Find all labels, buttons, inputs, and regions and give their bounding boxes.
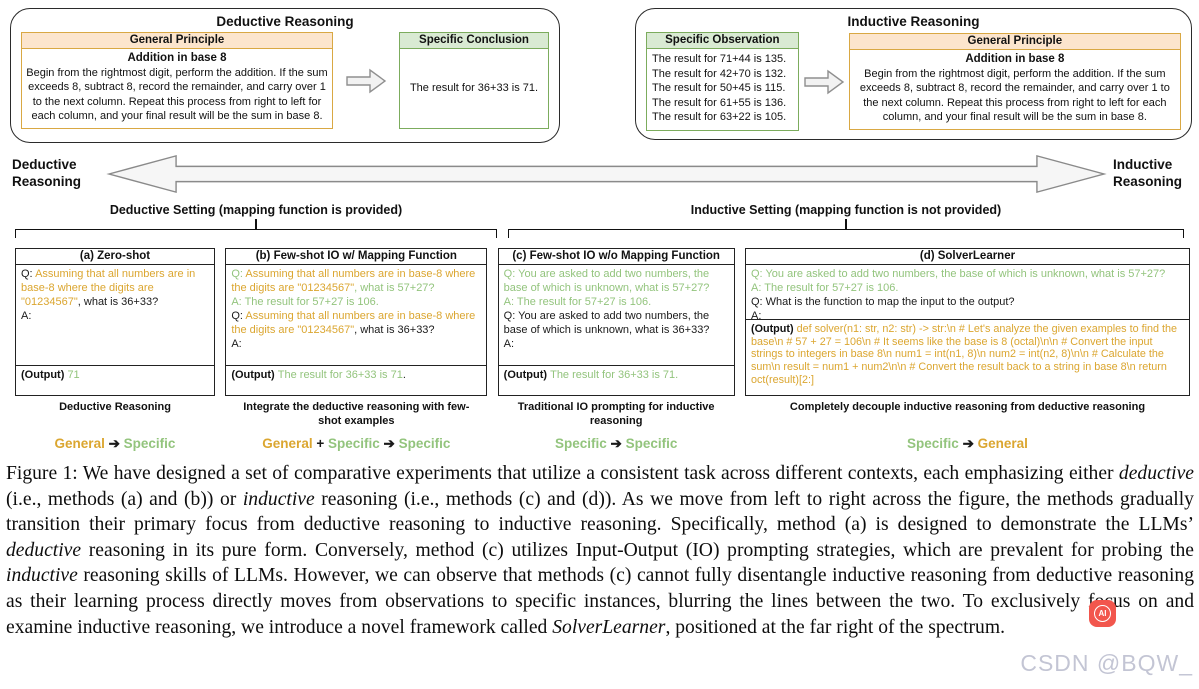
- principle-body: Begin from the rightmost digit, perform …: [26, 66, 328, 122]
- mapping-label: Specific ➔ General: [907, 436, 1028, 451]
- figure-caption: Figure 1: We have designed a set of comp…: [6, 463, 1194, 638]
- concept-boxes-row: Deductive Reasoning General Principle Ad…: [10, 8, 1192, 143]
- general-principle-header: General Principle: [22, 33, 332, 49]
- panel-output: (Output) def solver(n1: str, n2: str) ->…: [745, 319, 1189, 395]
- inductive-reasoning-box: Inductive Reasoning Specific Observation…: [635, 8, 1192, 140]
- deductive-box-title: Deductive Reasoning: [216, 14, 354, 29]
- panel-descriptions-row: Deductive Reasoning Integrate the deduct…: [15, 401, 1190, 429]
- deductive-setting-label: Deductive Setting (mapping function is p…: [109, 203, 403, 217]
- panel-title: (b) Few-shot IO w/ Mapping Function: [226, 249, 487, 265]
- conclusion-body: The result for 36+33 is 71.: [409, 82, 539, 95]
- deductive-bracket: [15, 219, 497, 239]
- ai-assistant-badge[interactable]: AI: [1089, 600, 1116, 627]
- specific-conclusion-box: Specific Conclusion The result for 36+33…: [399, 32, 549, 129]
- csdn-watermark: CSDN @BQW_: [1020, 650, 1193, 676]
- panel-description: Integrate the deductive reasoning with f…: [243, 401, 470, 427]
- ai-badge-icon: AI: [1094, 605, 1111, 622]
- principle-body-right: Begin from the rightmost digit, perform …: [859, 67, 1170, 123]
- panel-zero-shot: (a) Zero-shot Q: Assuming that all numbe…: [15, 248, 215, 396]
- panel-output: (Output) 71: [16, 365, 214, 395]
- mapping-label: General + Specific ➔ Specific: [262, 436, 451, 451]
- panel-body: Q: You are asked to add two numbers, the…: [750, 268, 1166, 319]
- double-headed-arrow-icon: [106, 153, 1107, 195]
- reasoning-spectrum-axis: Deductive Reasoning Inductive Reasoning: [12, 153, 1195, 195]
- deductive-reasoning-box: Deductive Reasoning General Principle Ad…: [10, 8, 560, 143]
- inductive-box-title: Inductive Reasoning: [847, 14, 980, 29]
- deductive-setting-group: Deductive Setting (mapping function is p…: [15, 203, 497, 239]
- panel-fewshot-without-mapping: (c) Few-shot IO w/o Mapping Function Q: …: [497, 248, 735, 396]
- general-principle-box: General Principle Addition in base 8 Beg…: [21, 32, 333, 129]
- right-arrow-icon: [346, 68, 387, 93]
- panel-fewshot-with-mapping: (b) Few-shot IO w/ Mapping Function Q: A…: [225, 248, 488, 396]
- panel-solverlearner: (d) SolverLearner Q: You are asked to ad…: [744, 248, 1190, 396]
- panel-title: (c) Few-shot IO w/o Mapping Function: [498, 249, 734, 265]
- mapping-label: Specific ➔ Specific: [554, 436, 678, 451]
- panel-title: (a) Zero-shot: [16, 249, 214, 265]
- panel-description: Completely decouple inductive reasoning …: [789, 401, 1146, 413]
- specific-observation-header: Specific Observation: [647, 33, 798, 49]
- inductive-bracket: [508, 219, 1184, 239]
- panel-description: Traditional IO prompting for inductive r…: [517, 401, 715, 427]
- method-panels-row: (a) Zero-shot Q: Assuming that all numbe…: [15, 248, 1190, 396]
- mapping-label: General ➔ Specific: [54, 436, 176, 451]
- right-arrow-icon: [803, 69, 844, 94]
- general-principle-box-right: General Principle Addition in base 8 Beg…: [848, 33, 1181, 130]
- principle-subtitle-right: Addition in base 8: [965, 53, 1065, 65]
- panel-body: Q: You are asked to add two numbers, the…: [503, 268, 710, 350]
- inductive-setting-label: Inductive Setting (mapping function is n…: [690, 203, 1002, 217]
- panel-output: (Output) The result for 36+33 is 71.: [498, 365, 734, 395]
- panel-output: (Output) The result for 36+33 is 71.: [226, 365, 487, 395]
- principle-subtitle: Addition in base 8: [127, 52, 227, 64]
- general-principle-header-right: General Principle: [849, 34, 1180, 50]
- observation-lines: The result for 71+44 is 135.The result f…: [652, 53, 787, 124]
- specific-conclusion-header: Specific Conclusion: [400, 33, 548, 49]
- inductive-setting-group: Inductive Setting (mapping function is n…: [508, 203, 1184, 239]
- specific-observation-box: Specific Observation The result for 71+4…: [646, 32, 799, 131]
- panel-body: Q: Assuming that all numbers are in base…: [21, 268, 196, 322]
- panel-body: Q: Assuming that all numbers are in base…: [231, 268, 476, 350]
- panel-description: Deductive Reasoning: [59, 401, 171, 413]
- mapping-labels-row: General ➔ Specific General + Specific ➔ …: [15, 436, 1190, 452]
- axis-label-deductive: Deductive Reasoning: [12, 157, 82, 189]
- axis-label-inductive: Inductive Reasoning: [1113, 157, 1183, 189]
- settings-row: Deductive Setting (mapping function is p…: [0, 203, 1199, 249]
- panel-title: (d) SolverLearner: [745, 249, 1189, 265]
